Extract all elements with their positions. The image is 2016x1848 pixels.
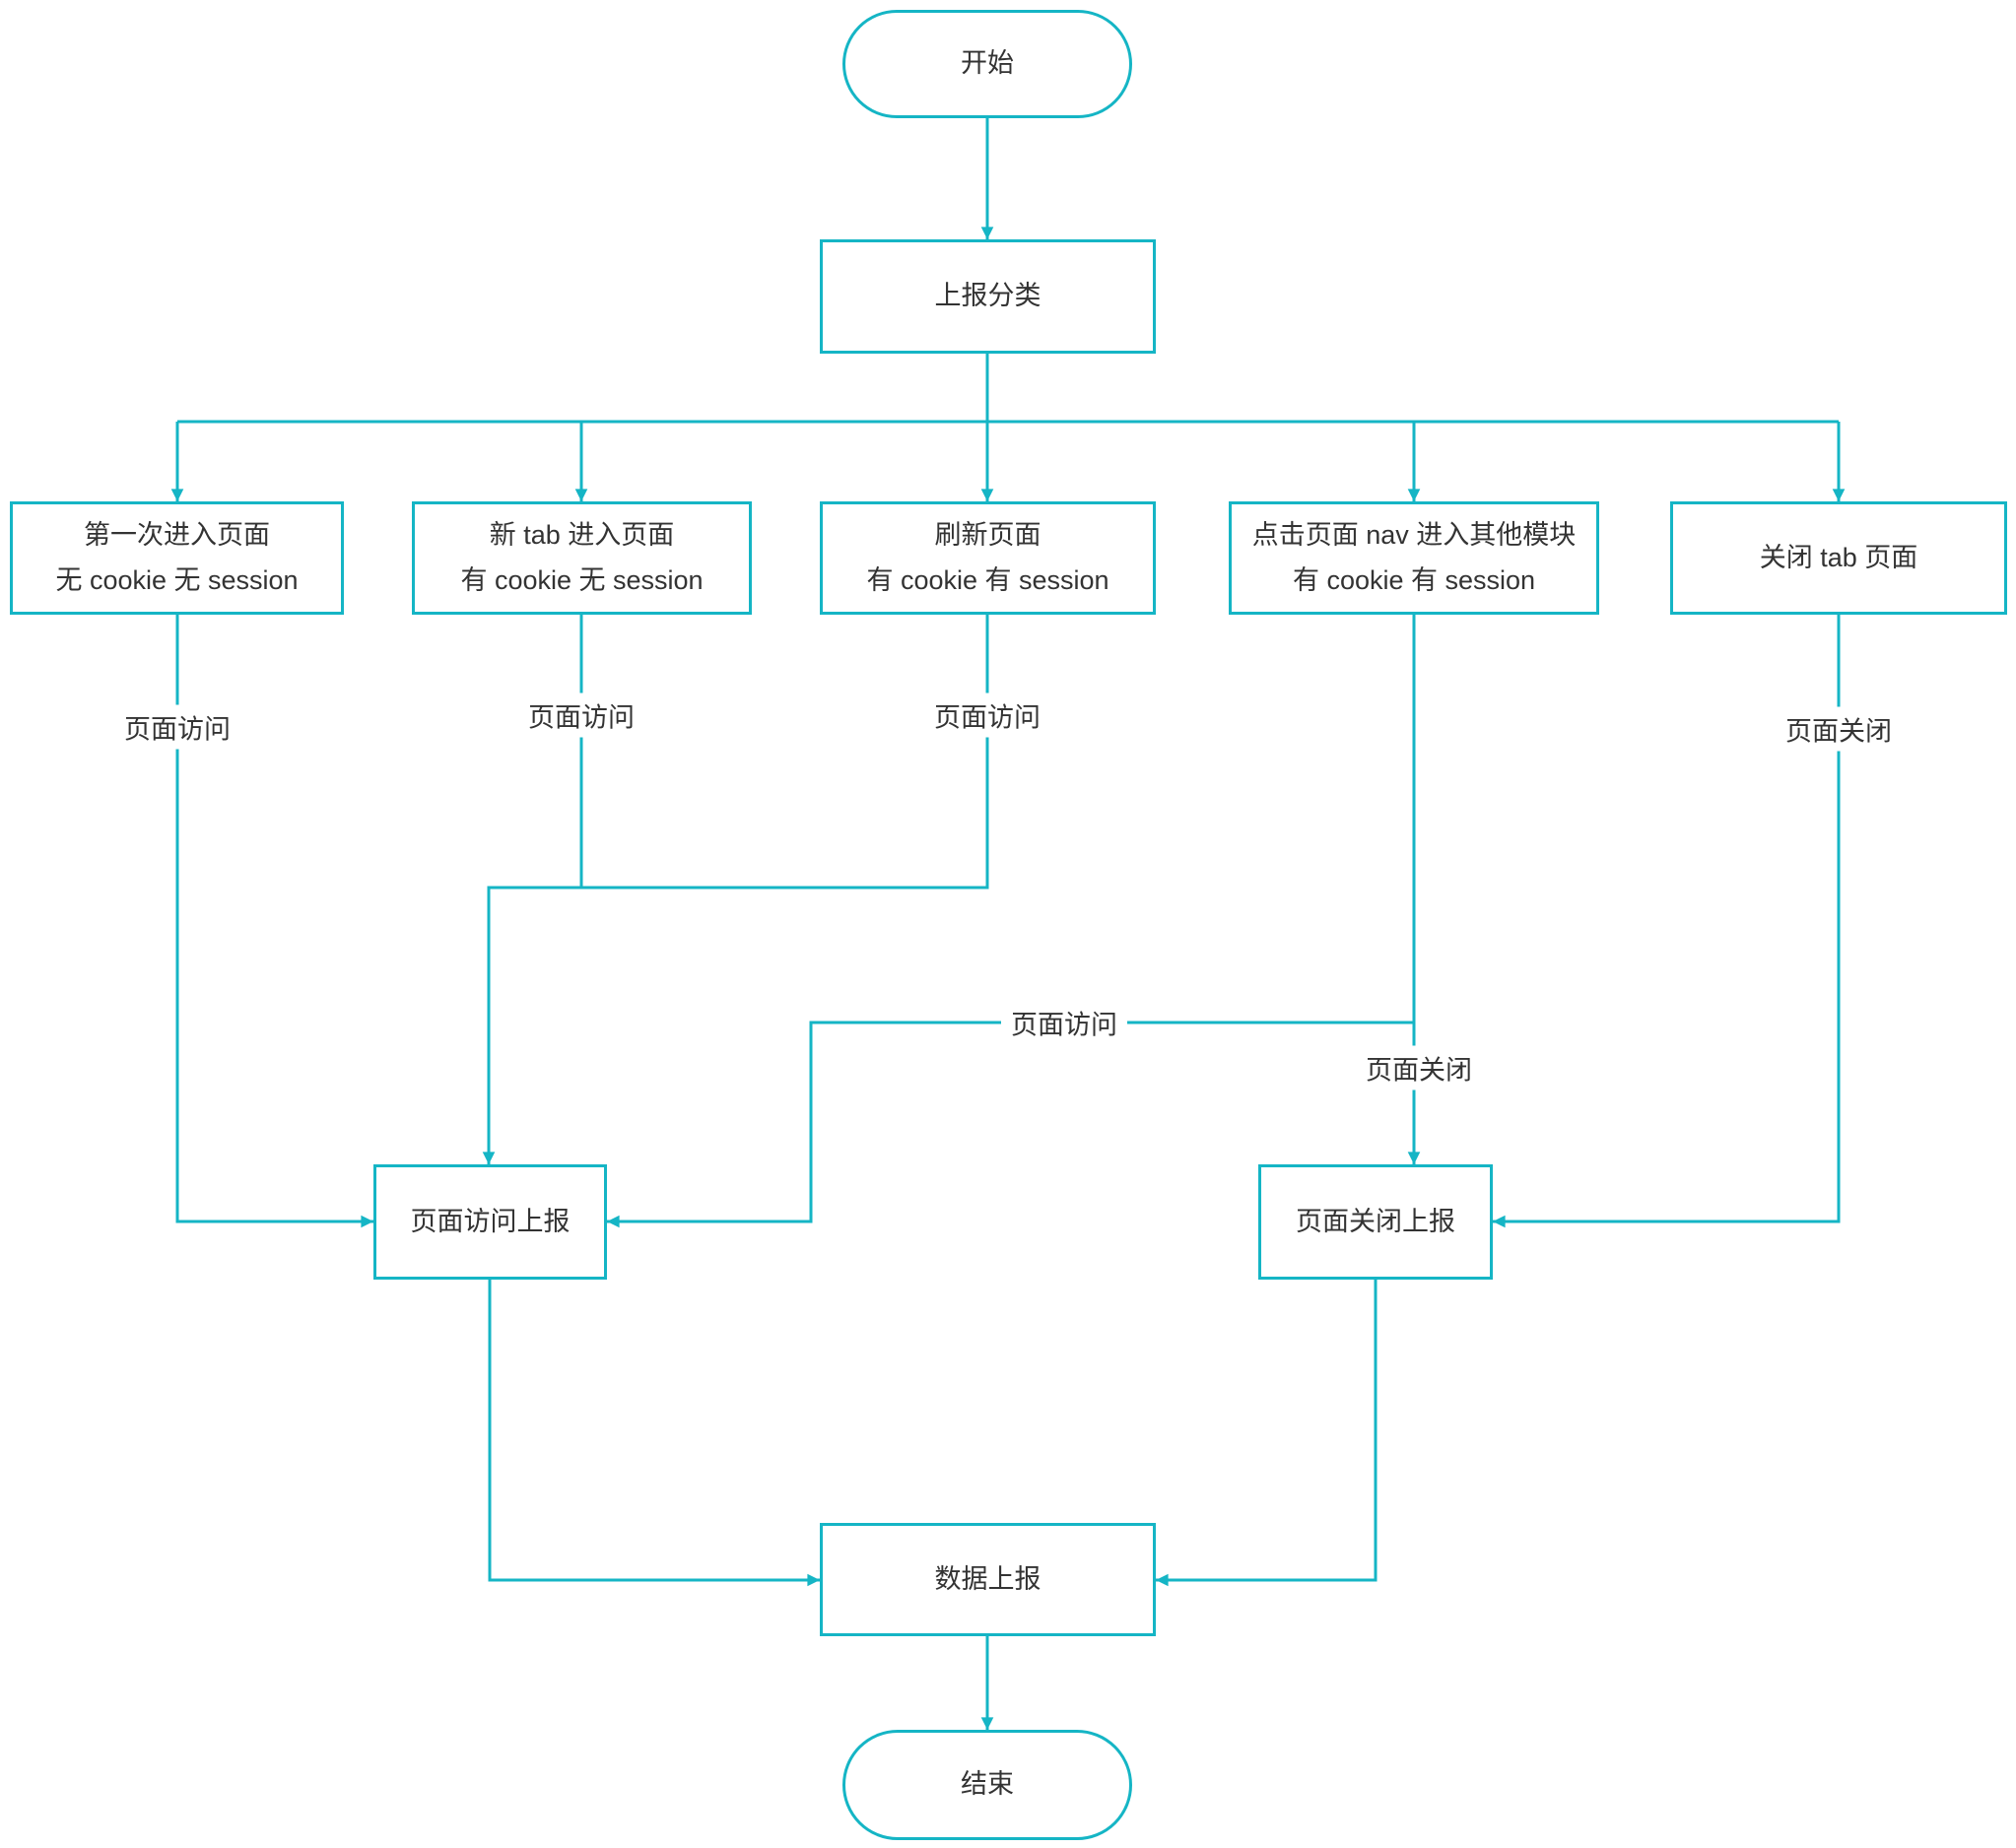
edge-label-newtab-visit: 页面访问 xyxy=(518,693,644,738)
edge-visitreport-to-datareport xyxy=(488,1280,820,1587)
node-newtab-enter-line2: 有 cookie 无 session xyxy=(460,564,704,595)
edge-label-refresh-visit: 页面访问 xyxy=(924,693,1050,738)
node-newtab-enter-page: 新 tab 进入页面 有 cookie 无 session xyxy=(412,501,752,615)
node-end: 结束 xyxy=(842,1730,1132,1840)
node-nav-other-module: 点击页面 nav 进入其他模块 有 cookie 有 session xyxy=(1229,501,1599,615)
node-nav-line2: 有 cookie 有 session xyxy=(1292,564,1536,595)
node-page-visit-report: 页面访问上报 xyxy=(373,1164,607,1280)
node-report-classify-label: 上报分类 xyxy=(934,281,1042,311)
node-first-enter-page: 第一次进入页面 无 cookie 无 session xyxy=(10,501,344,615)
node-page-close-report-label: 页面关闭上报 xyxy=(1296,1206,1455,1236)
node-refresh-line1: 刷新页面 xyxy=(934,520,1042,551)
node-data-report-label: 数据上报 xyxy=(934,1563,1042,1594)
node-close-tab-page: 关闭 tab 页面 xyxy=(1670,501,2007,615)
edge-label-closetab-close: 页面关闭 xyxy=(1776,706,1902,752)
edge-first-to-visitreport xyxy=(175,615,373,1228)
node-page-close-report: 页面关闭上报 xyxy=(1258,1164,1493,1280)
node-first-enter-line1: 第一次进入页面 xyxy=(84,520,270,551)
node-refresh-line2: 有 cookie 有 session xyxy=(866,564,1109,595)
node-close-tab-label: 关闭 tab 页面 xyxy=(1759,542,1918,572)
edge-refresh-to-visitreport xyxy=(482,615,989,1164)
edge-closereport-to-datareport xyxy=(1156,1280,1378,1587)
node-end-label: 结束 xyxy=(961,1769,1014,1800)
edge-label-first-visit: 页面访问 xyxy=(114,704,240,750)
edge-closetab-to-closereport xyxy=(1493,615,1841,1228)
node-start-label: 开始 xyxy=(961,48,1014,79)
edge-label-nav-visit: 页面访问 xyxy=(1001,1000,1127,1045)
node-refresh-page: 刷新页面 有 cookie 有 session xyxy=(820,501,1156,615)
node-nav-line1: 点击页面 nav 进入其他模块 xyxy=(1251,520,1577,551)
node-page-visit-report-label: 页面访问上报 xyxy=(410,1206,571,1236)
node-report-classify: 上报分类 xyxy=(820,239,1156,354)
node-newtab-enter-line1: 新 tab 进入页面 xyxy=(489,520,675,551)
node-start: 开始 xyxy=(842,10,1132,118)
node-first-enter-line2: 无 cookie 无 session xyxy=(55,564,299,595)
node-data-report: 数据上报 xyxy=(820,1523,1156,1636)
edge-label-nav-close: 页面关闭 xyxy=(1356,1045,1482,1090)
